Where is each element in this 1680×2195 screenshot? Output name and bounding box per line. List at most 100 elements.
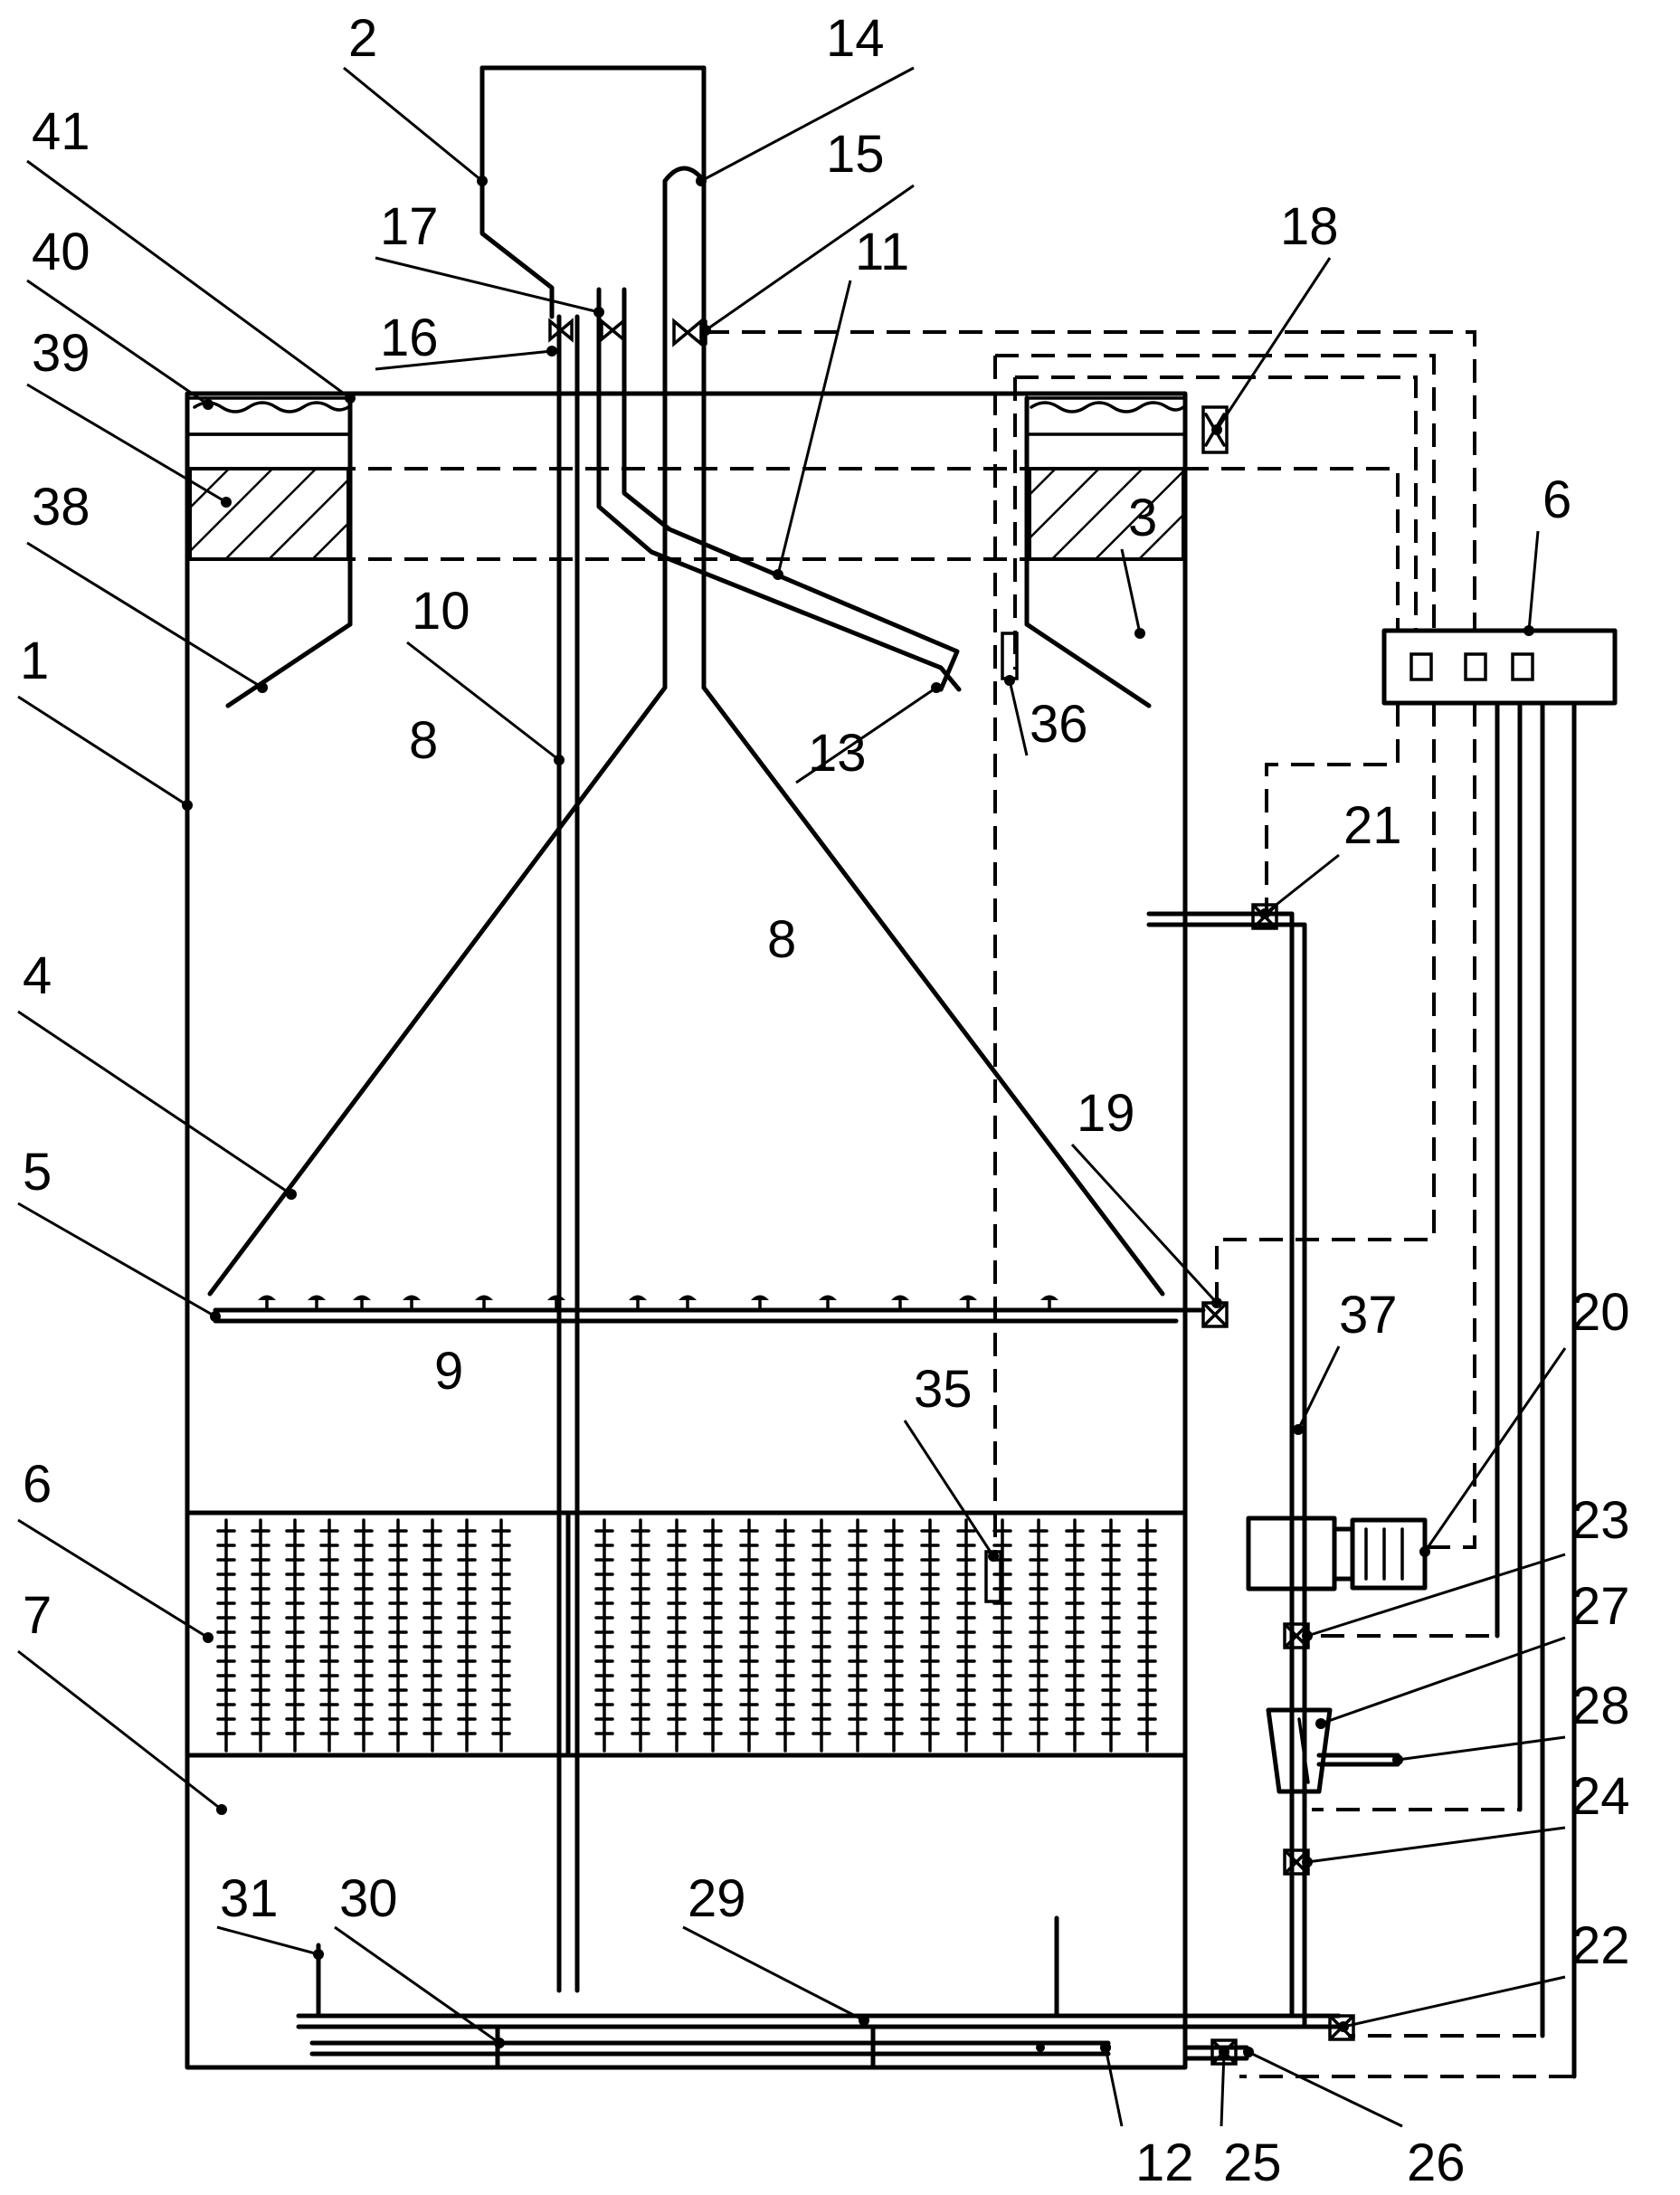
nozzle-cap xyxy=(959,1295,977,1300)
leader-line xyxy=(1104,2047,1124,2127)
leader-line xyxy=(795,686,937,784)
leader-dot xyxy=(859,2015,869,2026)
leader-dot xyxy=(773,569,783,580)
leader-line xyxy=(17,1202,216,1318)
nozzle-cap xyxy=(547,1295,565,1300)
leader-dot xyxy=(216,1804,227,1815)
label-26: 26 xyxy=(1407,2133,1466,2192)
leader-line xyxy=(1527,530,1540,632)
label-7: 7 xyxy=(23,1586,52,1645)
label-23: 23 xyxy=(1571,1491,1630,1550)
gas-pipe xyxy=(596,287,962,692)
nozzle-cap xyxy=(308,1295,326,1300)
leader-line xyxy=(17,695,188,807)
packing-media xyxy=(216,1510,1157,1758)
label-14: 14 xyxy=(826,9,885,68)
label-5: 5 xyxy=(23,1143,52,1202)
leader-dot xyxy=(1134,628,1145,639)
label-1: 1 xyxy=(20,632,49,690)
leader-dot xyxy=(546,346,557,356)
nozzle-cap xyxy=(475,1295,493,1300)
label-22: 22 xyxy=(1571,1916,1630,1975)
leader-dot xyxy=(345,393,356,404)
sensors xyxy=(984,632,1019,1603)
leader-dot xyxy=(554,755,565,765)
leader-line xyxy=(1306,1826,1566,1864)
leader-line xyxy=(1120,548,1142,634)
leader-line xyxy=(17,1518,209,1639)
label-38: 38 xyxy=(32,478,90,537)
leader-dot xyxy=(1243,2047,1254,2057)
leader-dot xyxy=(477,176,488,186)
nozzle-cap xyxy=(403,1295,421,1300)
leader-dot xyxy=(1100,2042,1111,2053)
leader-dot xyxy=(1293,1424,1304,1435)
leader-dot xyxy=(696,176,707,186)
bottom-pipework xyxy=(296,1915,1342,2070)
leader-dot xyxy=(1523,625,1534,636)
label-8-center: 8 xyxy=(767,910,796,969)
leader-line xyxy=(1248,2050,1403,2128)
label-35: 35 xyxy=(914,1360,973,1419)
distributor-nozzles xyxy=(258,1295,1058,1312)
label-12: 12 xyxy=(1135,2133,1194,2192)
leader-line xyxy=(903,1420,995,1557)
leader-line xyxy=(26,279,209,406)
label-36: 36 xyxy=(1030,695,1088,754)
leader-dot xyxy=(1004,675,1015,686)
leader-line xyxy=(1264,853,1340,916)
leader-dot xyxy=(313,1949,324,1960)
label-3: 3 xyxy=(1128,489,1157,547)
leader-line xyxy=(1215,257,1332,431)
label-9: 9 xyxy=(434,1342,463,1401)
leader-dot xyxy=(1392,1754,1403,1765)
leader-line xyxy=(343,66,483,183)
leader-dot xyxy=(1219,2047,1229,2057)
leader-line xyxy=(1220,2051,1226,2127)
leader-line xyxy=(682,1925,865,2022)
leader-line xyxy=(705,184,915,332)
leader-dot xyxy=(203,399,214,410)
leader-line xyxy=(1306,1553,1566,1638)
leader-dot xyxy=(1315,1718,1326,1729)
leader-line xyxy=(776,280,852,575)
leader-dot xyxy=(593,307,604,318)
nozzle-cap xyxy=(353,1295,371,1300)
leader-line xyxy=(1423,1347,1567,1553)
leader-line xyxy=(406,641,560,762)
label-29: 29 xyxy=(688,1869,746,1928)
leader-dot xyxy=(203,1632,214,1643)
leader-line xyxy=(1070,1143,1219,1305)
leader-line xyxy=(17,1010,292,1196)
label-6-tank: 6 xyxy=(23,1455,52,1514)
nozzle-cap xyxy=(1040,1295,1058,1300)
label-40: 40 xyxy=(32,223,90,281)
leader-line xyxy=(26,159,351,400)
nozzle-cap xyxy=(629,1295,647,1300)
label-6-box: 6 xyxy=(1542,470,1571,529)
leader-dot xyxy=(1338,2021,1349,2032)
leader-line xyxy=(334,1925,500,2045)
label-11: 11 xyxy=(855,223,909,281)
funnel-and-cone xyxy=(207,65,1165,1297)
callout-labels: 1 2 3 4 5 6 6 7 8 8 9 10 11 12 13 14 15 … xyxy=(20,9,1630,2192)
leader-line xyxy=(1343,1975,1566,2029)
nozzle-cap xyxy=(819,1295,837,1300)
leader-dot xyxy=(1259,908,1270,919)
label-17: 17 xyxy=(380,197,439,256)
leader-dot xyxy=(1302,1630,1313,1641)
water-distributor xyxy=(213,1295,1206,1324)
label-16: 16 xyxy=(380,309,439,367)
nozzle-cap xyxy=(891,1295,909,1300)
label-19: 19 xyxy=(1077,1084,1135,1143)
leader-line xyxy=(375,256,600,314)
nozzle-cap xyxy=(751,1295,769,1300)
leader-line xyxy=(1296,1345,1341,1430)
leader-line xyxy=(1008,679,1029,756)
nozzle-cap xyxy=(258,1295,276,1300)
label-21: 21 xyxy=(1343,796,1402,855)
central-pipe xyxy=(556,314,580,1993)
leader-dot xyxy=(182,800,193,811)
leader-dot xyxy=(988,1551,999,1562)
